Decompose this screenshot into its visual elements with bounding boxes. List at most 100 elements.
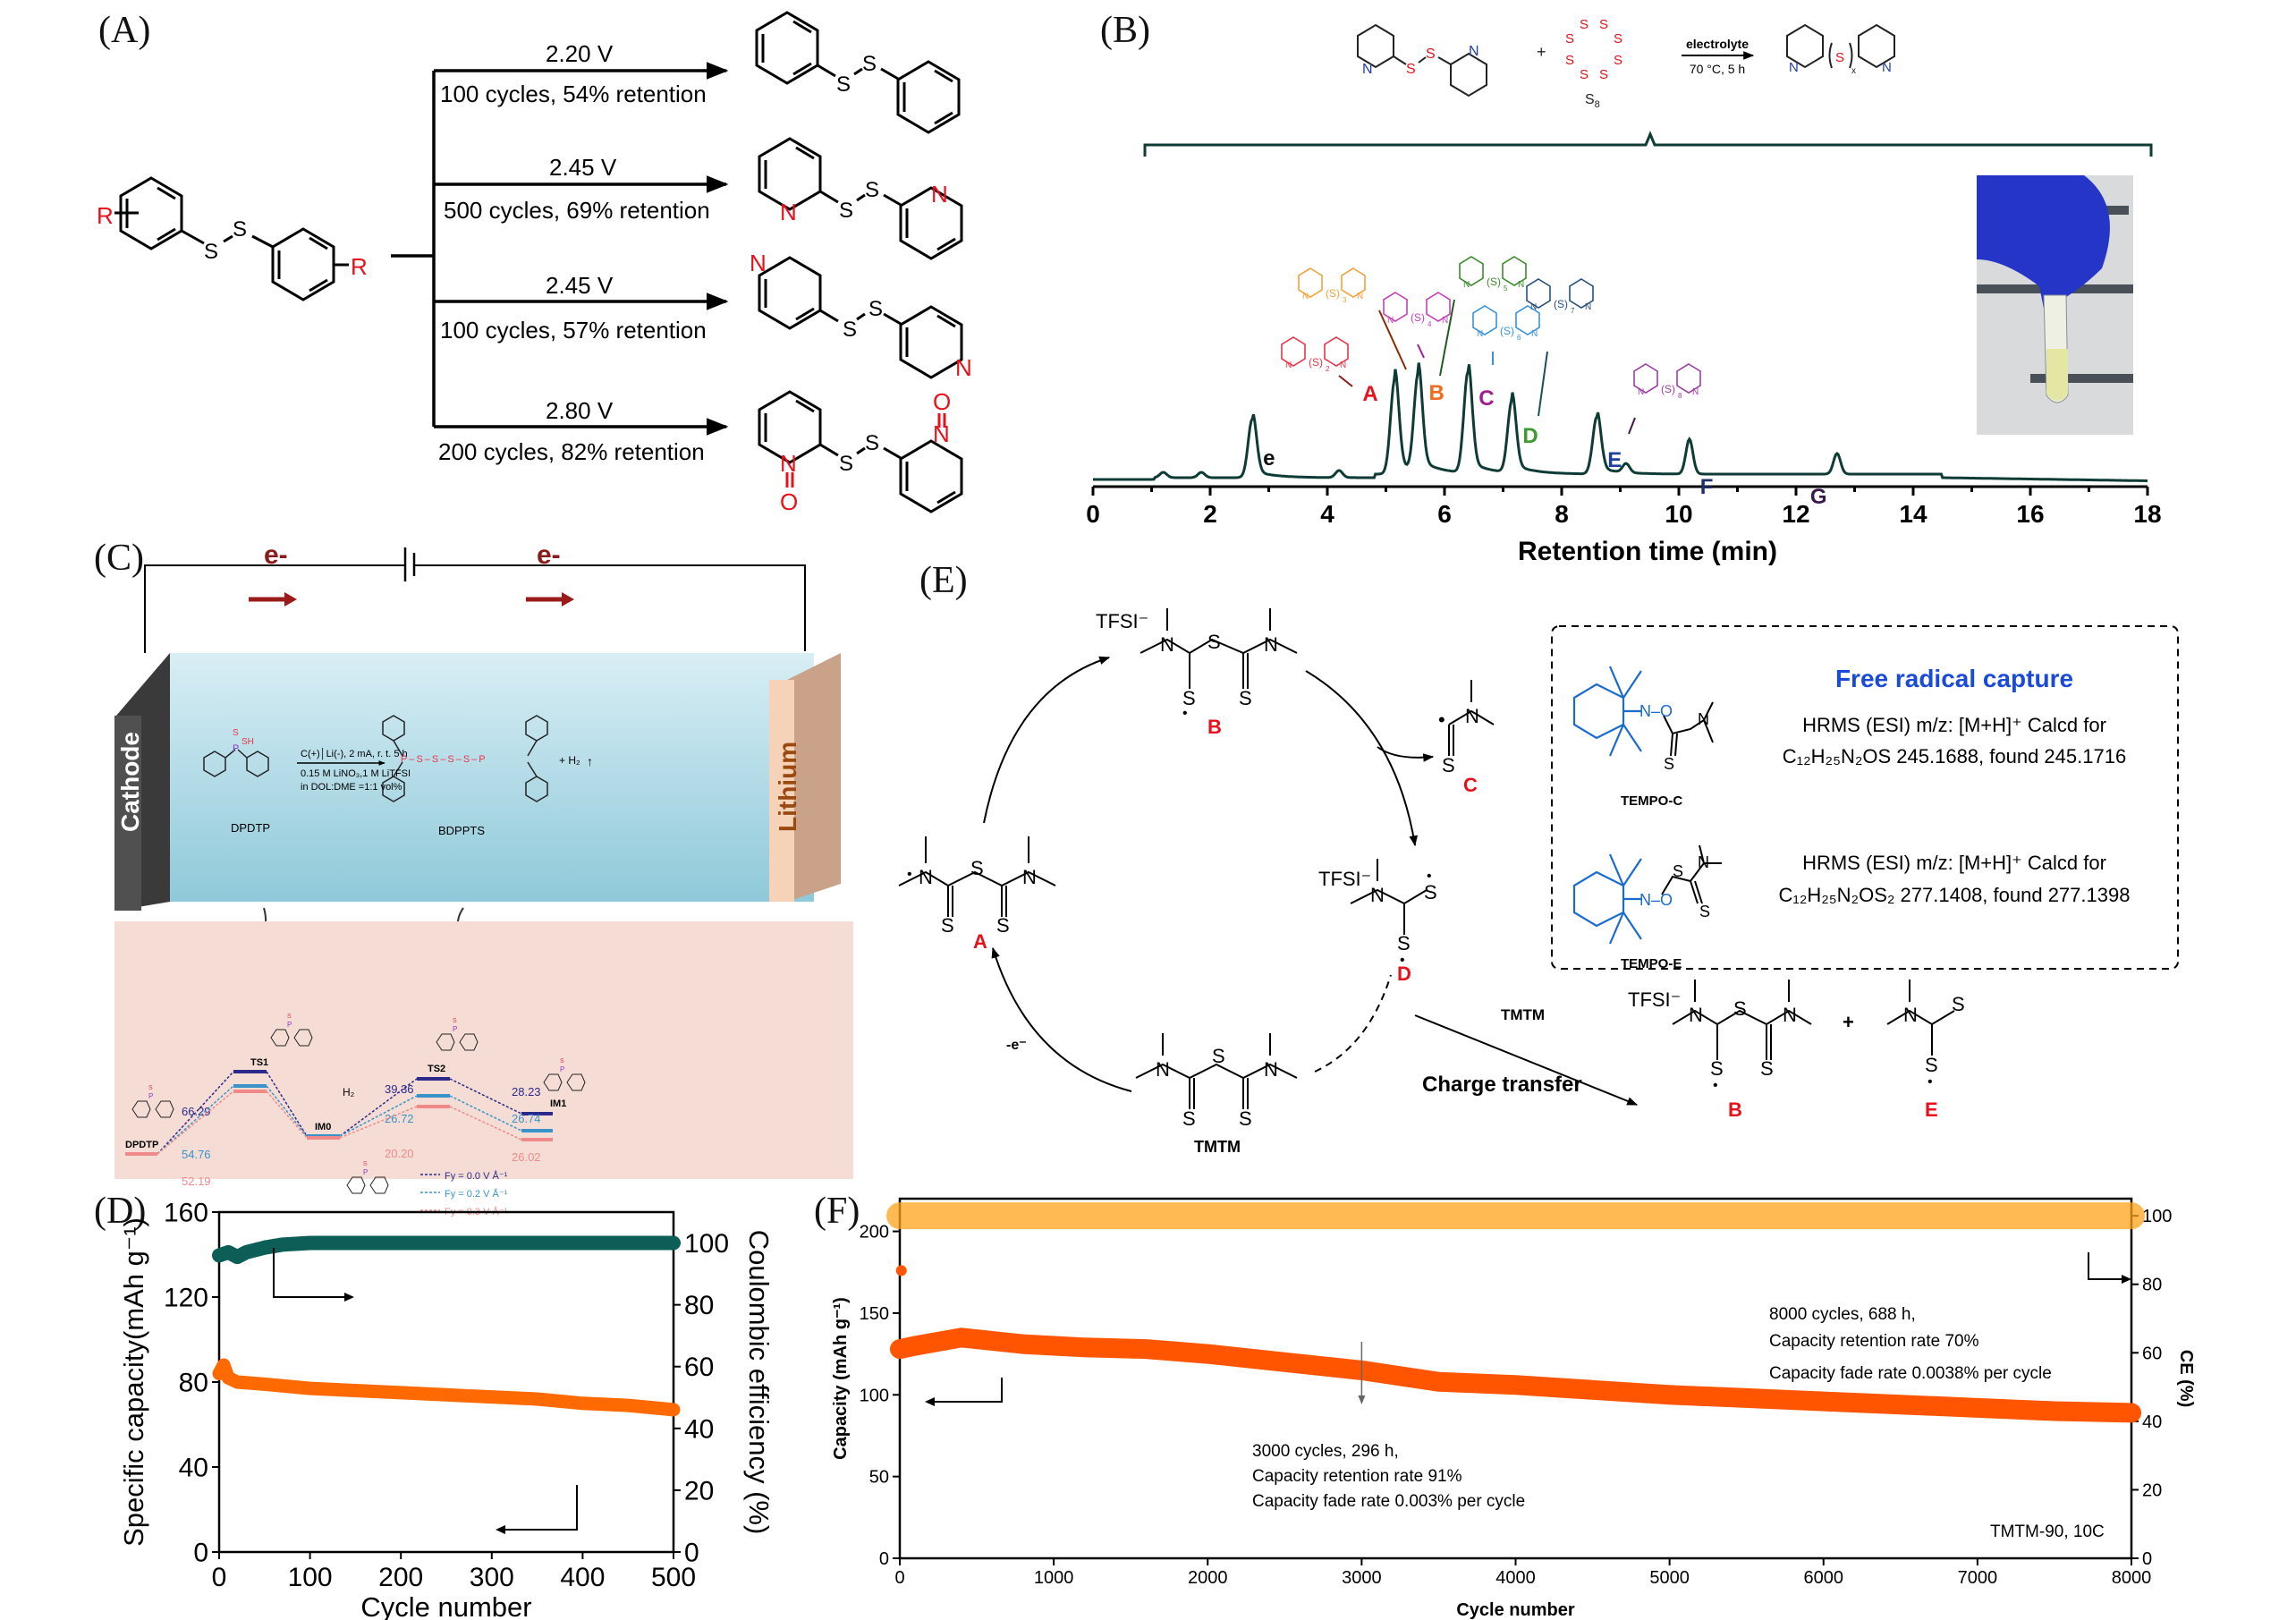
- svg-text:N–O: N–O: [1639, 702, 1673, 720]
- y2-tick-label: 80: [2142, 1276, 2162, 1295]
- x-tick-label: 0: [894, 1568, 904, 1588]
- svg-text:P: P: [287, 1021, 292, 1029]
- svg-text:S: S: [1397, 932, 1411, 954]
- svg-text:N: N: [1022, 866, 1037, 888]
- svg-text:S: S: [1925, 1054, 1938, 1076]
- svg-text:S: S: [996, 914, 1010, 937]
- phenyl-ring: [131, 1100, 151, 1118]
- svg-text:6: 6: [1517, 334, 1521, 342]
- y2-tick-label: 60: [684, 1353, 714, 1382]
- svg-text:-e⁻: -e⁻: [1006, 1038, 1027, 1053]
- svg-text:N: N: [1264, 633, 1278, 656]
- svg-text:HRMS (ESI) m/z: [M+H]⁺ Calcd f: HRMS (ESI) m/z: [M+H]⁺ Calcd for: [1802, 852, 2106, 874]
- svg-text:+ H₂: + H₂: [559, 754, 580, 767]
- cycle-arrow: [983, 656, 1111, 824]
- vial-photo: [1977, 175, 2133, 435]
- svg-text:x: x: [1851, 66, 1856, 76]
- svg-text:S: S: [1664, 755, 1674, 773]
- sulfur-atom: S: [204, 240, 218, 264]
- condition-label: TMTM-90, 10C: [1990, 1522, 2105, 1541]
- y2-tick-label: 80: [684, 1291, 714, 1320]
- phenyl-ring: [346, 1176, 366, 1194]
- phenyl-ring: [369, 1176, 389, 1194]
- radical-capture-box: [1551, 625, 2179, 970]
- svg-text:(S): (S): [1500, 325, 1514, 337]
- svg-text:N: N: [1442, 316, 1448, 326]
- peak-leader-lines: [1338, 299, 1636, 435]
- state-label: DPDTP: [125, 1140, 158, 1150]
- peak-label-G: G: [1810, 485, 1827, 509]
- svg-text:S: S: [1424, 881, 1437, 903]
- phenyl-ring: [155, 1100, 174, 1118]
- svg-text:S: S: [865, 178, 879, 202]
- svg-text:S: S: [1699, 903, 1710, 920]
- x-axis-title: Cycle number: [360, 1591, 531, 1620]
- svg-text:+: +: [1843, 1011, 1854, 1033]
- series-coulombic-efficiency: [212, 1235, 681, 1265]
- branch-1-voltage: 2.20 V: [546, 40, 614, 67]
- svg-text:•: •: [1182, 706, 1188, 721]
- reagent-dipyridyl-disulfide: [1357, 23, 1487, 98]
- branch-2-result: 500 cycles, 69% retention: [444, 197, 710, 224]
- panel-d-label: (D): [94, 1191, 147, 1232]
- svg-text:S: S: [1239, 687, 1252, 709]
- product-polysulfide: [1786, 23, 1895, 69]
- phenyl-ring: [270, 1029, 290, 1047]
- svg-text:(S): (S): [1411, 311, 1425, 324]
- svg-text:↑: ↑: [587, 754, 593, 768]
- svg-text:SH: SH: [241, 737, 254, 747]
- state-label: TS1: [250, 1057, 268, 1068]
- legend-entry: Fy = 0.2 V Å⁻¹: [445, 1188, 508, 1200]
- y2-tick-label: 40: [684, 1414, 714, 1444]
- svg-text:P: P: [148, 1092, 153, 1100]
- y-tick-label: 160: [164, 1199, 208, 1228]
- svg-text:N: N: [1387, 316, 1394, 326]
- chromatogram-trace: [1093, 362, 2148, 482]
- phenyl-ring: [293, 1029, 313, 1047]
- panel-a-scheme: R R S S SS N N: [97, 11, 972, 515]
- x-tick-label: 100: [288, 1563, 333, 1592]
- svg-text:TMTM: TMTM: [1194, 1138, 1241, 1156]
- x-tick-label: 200: [378, 1563, 423, 1592]
- x-tick-label: 1000: [1034, 1568, 1074, 1588]
- svg-text:N: N: [1903, 1004, 1918, 1026]
- energy-path: [266, 1071, 308, 1137]
- svg-text:•: •: [1927, 1074, 1933, 1090]
- state-label: IM1: [550, 1098, 566, 1109]
- svg-text:C: C: [1463, 774, 1478, 796]
- y-tick-label: 40: [179, 1454, 208, 1483]
- svg-text:S: S: [363, 1161, 368, 1167]
- svg-text:(S): (S): [1326, 287, 1340, 300]
- peak-label-e: e: [1263, 446, 1275, 471]
- product-4-4-dipyridyl-disulfide: [758, 256, 963, 379]
- y-tick-label: 200: [860, 1223, 889, 1243]
- annotation-8000-line: Capacity fade rate 0.0038% per cycle: [1769, 1364, 2052, 1383]
- svg-text:S: S: [1760, 1057, 1774, 1080]
- svg-text:N: N: [1463, 280, 1470, 290]
- x-tick-label: 400: [560, 1563, 605, 1592]
- svg-text:S: S: [836, 72, 851, 97]
- svg-text:N: N: [1477, 329, 1483, 339]
- svg-text:e-: e-: [537, 540, 561, 570]
- svg-text:P: P: [453, 1025, 457, 1033]
- phenyl-ring: [543, 1073, 563, 1091]
- svg-text:e-: e-: [264, 540, 288, 570]
- x-tick-label: 500: [651, 1563, 696, 1592]
- svg-text:(S): (S): [1309, 356, 1323, 369]
- svg-text:•: •: [907, 867, 912, 882]
- series-specific-capacity: [212, 1358, 681, 1417]
- barrier-value: 26.74: [512, 1112, 541, 1125]
- capacity-axis-indicator: [505, 1485, 578, 1531]
- tempo-e-label: TEMPO-E: [1621, 956, 1682, 971]
- substituent-r-right: R: [351, 253, 368, 280]
- panel-a-label: (A): [98, 10, 151, 51]
- x-tick-label: 8000: [2112, 1568, 2152, 1588]
- y-axis-title: Capacity (mAh g⁻¹): [831, 1297, 851, 1460]
- svg-text:S: S: [862, 52, 877, 76]
- capacity-axis-indicator: [935, 1378, 1003, 1403]
- state-label: IM0: [315, 1122, 331, 1132]
- svg-text:Charge transfer: Charge transfer: [1422, 1073, 1582, 1097]
- substituent-r-left: R: [97, 202, 114, 229]
